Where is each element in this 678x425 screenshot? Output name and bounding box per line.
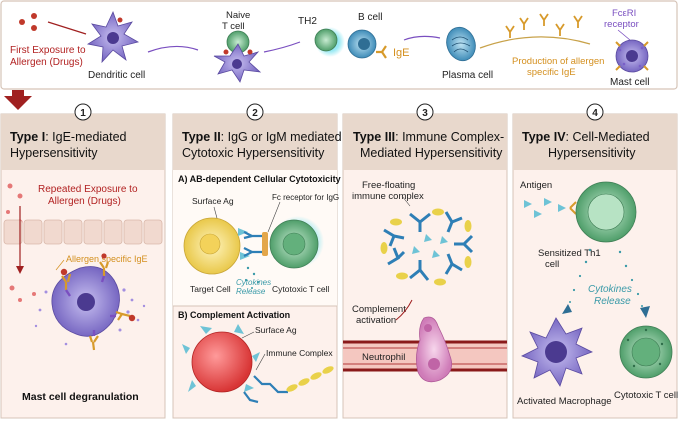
immune-complex-label: Immune Complex <box>266 348 333 358</box>
arrow-to-th2 <box>263 41 301 53</box>
panel-4-subtitle: Hypersensitivity <box>548 146 636 160</box>
svg-text:3: 3 <box>422 108 428 119</box>
number-badge-4: 4 <box>586 103 604 121</box>
free-floating-pointer <box>401 195 411 207</box>
arrow-to-plasma <box>403 35 441 41</box>
complement-arrow <box>395 299 413 321</box>
cytokine-dots-b <box>569 248 643 307</box>
th2-cell <box>314 27 345 57</box>
number-badge-3: 3 <box>416 103 434 121</box>
antigen-label: Antigen <box>520 180 552 191</box>
degranulating-mast-cell <box>34 253 146 351</box>
arrow-to-naive <box>147 45 199 53</box>
first-exposure-label: First Exposure to Allergen (Drugs) <box>10 45 88 68</box>
neutrophil <box>416 316 453 383</box>
fc-receptor-label: Fc receptor for IgG <box>272 193 339 202</box>
antigens <box>524 198 566 218</box>
panel-4-title: Type IV: Cell-Mediated <box>522 130 650 144</box>
allergen-ige-label: Allergen specific IgE <box>66 254 148 264</box>
number-badge-2: 2 <box>246 103 264 121</box>
complement-proteins <box>286 366 334 392</box>
free-ige-antibodies <box>505 13 583 38</box>
panel-1-subtitle: Hypersensitivity <box>10 146 98 160</box>
th1-receptor <box>569 201 577 215</box>
neutrophil-label: Neutrophil <box>362 352 405 363</box>
complement-label: Complement activation <box>352 304 409 326</box>
target-cell-label: Target Cell <box>190 284 231 294</box>
b-cell <box>347 29 387 59</box>
dendritic-cell-label: Dendritic cell <box>88 70 145 81</box>
repeated-exposure-label: Repeated Exposure to Allergen (Drugs) <box>38 184 140 207</box>
th2-label: TH2 <box>298 16 317 27</box>
allergen-ige-pointer <box>55 259 65 271</box>
arrow-production <box>479 36 591 49</box>
cytokine-dots-a <box>244 266 260 289</box>
panel-2-title: Type II: IgG or IgM mediated <box>182 130 342 144</box>
arrow-to-cytotoxic <box>640 306 650 318</box>
immune-complex-pointer <box>255 353 266 371</box>
fc-receptor-pointer <box>267 201 281 233</box>
cytokines-label-a: Cytokines Release <box>236 278 273 296</box>
plasma-cell-label: Plasma cell <box>442 70 493 81</box>
macrophage-label: Activated Macrophage <box>517 396 612 407</box>
fceri-pointer <box>617 29 631 41</box>
surface-ag-label: Surface Ag <box>192 196 234 206</box>
panel-1-dots <box>6 183 36 302</box>
free-floating-label: Free-floating immune complex <box>352 180 424 202</box>
complement-chain <box>243 375 288 404</box>
plasma-cell <box>446 26 476 62</box>
b-cell-label: B cell <box>358 12 382 23</box>
svg-text:4: 4 <box>592 108 598 119</box>
degranulation-label: Mast cell degranulation <box>22 391 139 403</box>
cytotoxic-t-cell-b <box>619 325 673 379</box>
production-label: Production of allergen specific IgE <box>512 56 607 78</box>
sensitized-th1-cell <box>575 181 637 243</box>
immune-complex-ring <box>380 208 474 286</box>
cytotoxic-t-label-a: Cytotoxic T cell <box>272 284 329 294</box>
cytotoxic-t-label-b: Cytotoxic T cell <box>614 390 678 401</box>
panel-2-subtitle: Cytotoxic Hypersensitivity <box>182 146 325 160</box>
adcc-antibodies <box>243 231 262 257</box>
number-badge-1: 1 <box>74 103 92 121</box>
panel-1-arrow-head <box>16 266 24 274</box>
red-blood-cell <box>182 324 260 393</box>
panel-3-subtitle: Mediated Hypersensitivity <box>360 146 503 160</box>
svg-text:2: 2 <box>252 108 258 119</box>
panel-1-title: Type I: IgE-mediated <box>10 130 127 144</box>
arrow-allergen <box>47 21 87 35</box>
fc-receptor <box>262 232 268 256</box>
activated-macrophage <box>521 317 593 387</box>
down-arrow-stem <box>12 90 24 98</box>
down-arrow <box>4 96 32 110</box>
dendritic-cell <box>86 10 140 64</box>
target-cell <box>183 217 250 275</box>
panel-3-title: Type III: Immune Complex- <box>353 130 504 144</box>
arrow-to-macrophage <box>562 304 572 314</box>
naive-t-cell <box>213 30 262 83</box>
naive-t-label: Naive T cell <box>222 10 253 32</box>
mast-cell-top <box>615 39 649 73</box>
svg-text:1: 1 <box>80 108 86 119</box>
ige-label: IgE <box>393 47 410 59</box>
surface-ag-b-label: Surface Ag <box>255 325 297 335</box>
section-b-label: B) Complement Activation <box>178 310 290 320</box>
fceri-label: FcεRI receptor <box>604 8 639 30</box>
section-a-label: A) AB-dependent Cellular Cytotoxicity <box>178 174 341 184</box>
cytotoxic-t-cell-a <box>269 216 324 269</box>
cytokines-label-b: Cytokines Release <box>588 284 635 307</box>
surface-ag-b-pointer <box>241 331 255 339</box>
mast-cell-label: Mast cell <box>610 77 649 88</box>
sensitized-label: Sensitized Th1 cell <box>538 248 603 270</box>
allergen-dots <box>19 13 37 31</box>
epithelium <box>3 219 163 245</box>
